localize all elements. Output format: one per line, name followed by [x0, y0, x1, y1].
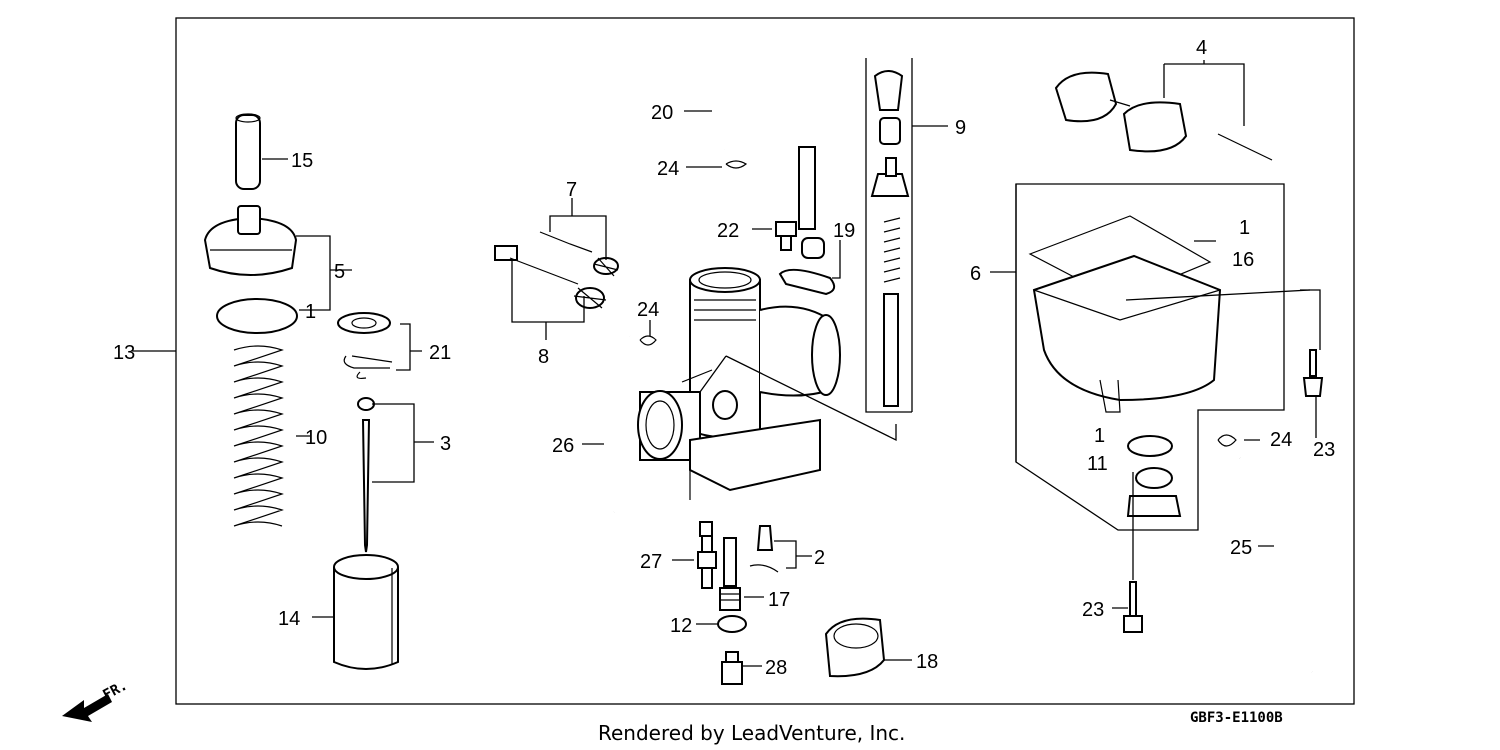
label-18: 18	[916, 651, 938, 673]
part-2-float-valve[interactable]	[749, 525, 779, 573]
label-1-gasket: 1	[1239, 217, 1250, 239]
label-15: 15	[291, 150, 313, 172]
label-13: 13	[113, 342, 135, 364]
label-8: 8	[538, 346, 549, 368]
label-4: 4	[1196, 37, 1207, 59]
part-18-plate[interactable]	[824, 617, 886, 678]
label-24-top: 24	[657, 158, 679, 180]
leader-lines	[131, 58, 1321, 667]
label-21: 21	[429, 342, 451, 364]
plunger-pointer-line	[725, 355, 897, 442]
part-12-washer[interactable]	[717, 615, 747, 633]
part-19-collar[interactable]	[801, 237, 825, 259]
footer-credit: Rendered by LeadVenture, Inc.	[598, 721, 905, 745]
part-10-spring[interactable]	[233, 345, 284, 527]
label-26: 26	[552, 435, 574, 457]
diagram-code: GBF3-E1100B	[1190, 710, 1283, 726]
part-19-plate[interactable]	[778, 268, 836, 296]
label-23-bottom: 23	[1082, 599, 1104, 621]
part-24-clip-center[interactable]	[639, 335, 657, 346]
label-10: 10	[305, 427, 327, 449]
label-17: 17	[768, 589, 790, 611]
label-7: 7	[566, 179, 577, 201]
part-28-main-jet[interactable]	[721, 651, 743, 685]
part-23-screw-bottom[interactable]	[1123, 581, 1143, 633]
part-21-needle-seat-clip[interactable]	[337, 312, 393, 379]
part-6-float-chamber[interactable]	[1028, 215, 1222, 413]
part-1-o-ring-cap[interactable]	[216, 298, 298, 334]
part-8-air-screw[interactable]	[494, 245, 607, 309]
assembly-frame	[175, 17, 1355, 705]
part-9-starter-plunger[interactable]	[870, 70, 910, 407]
part-7-pilot-screw[interactable]	[539, 231, 619, 277]
label-1-drain: 1	[1094, 425, 1105, 447]
label-11: 11	[1087, 453, 1108, 475]
label-16: 16	[1232, 249, 1254, 271]
front-marker-label: FR.	[100, 678, 130, 704]
part-5-top-cap[interactable]	[203, 205, 298, 276]
label-22: 22	[717, 220, 739, 242]
label-27: 27	[640, 551, 662, 573]
carburetor-body[interactable]	[637, 267, 841, 500]
label-24-right: 24	[1270, 429, 1292, 451]
label-24-center: 24	[637, 299, 659, 321]
front-direction-arrow: FR.	[62, 678, 130, 722]
part-16-gasket-ring[interactable]	[1127, 435, 1173, 457]
label-6: 6	[970, 263, 981, 285]
label-5: 5	[334, 261, 345, 283]
part-20-vent-tube-lower[interactable]	[798, 146, 816, 230]
label-12: 12	[670, 615, 692, 637]
part-17-needle-jet[interactable]	[719, 537, 741, 611]
part-3-jet-needle[interactable]	[357, 397, 375, 553]
label-9: 9	[955, 117, 966, 139]
label-20: 20	[651, 102, 673, 124]
label-2: 2	[814, 547, 825, 569]
part-24-clip-right[interactable]	[1217, 434, 1237, 447]
part-22-screw[interactable]	[775, 221, 797, 251]
part-24-clip-top[interactable]	[725, 160, 748, 169]
label-28: 28	[765, 657, 787, 679]
part-23-screw-right[interactable]	[1302, 349, 1324, 397]
label-14: 14	[278, 608, 300, 630]
label-1-cap: 1	[305, 301, 316, 323]
part-11-drain-plug[interactable]	[1126, 467, 1182, 517]
part-4-float[interactable]	[1054, 71, 1273, 161]
part-26-drain-tube[interactable]	[573, 334, 631, 513]
part-27-jet[interactable]	[697, 521, 717, 589]
label-3: 3	[440, 433, 451, 455]
part-15-filter[interactable]	[235, 113, 261, 190]
label-23-right: 23	[1313, 439, 1335, 461]
label-19: 19	[833, 220, 855, 242]
label-25: 25	[1230, 537, 1252, 559]
part-14-throttle-valve[interactable]	[333, 554, 399, 670]
